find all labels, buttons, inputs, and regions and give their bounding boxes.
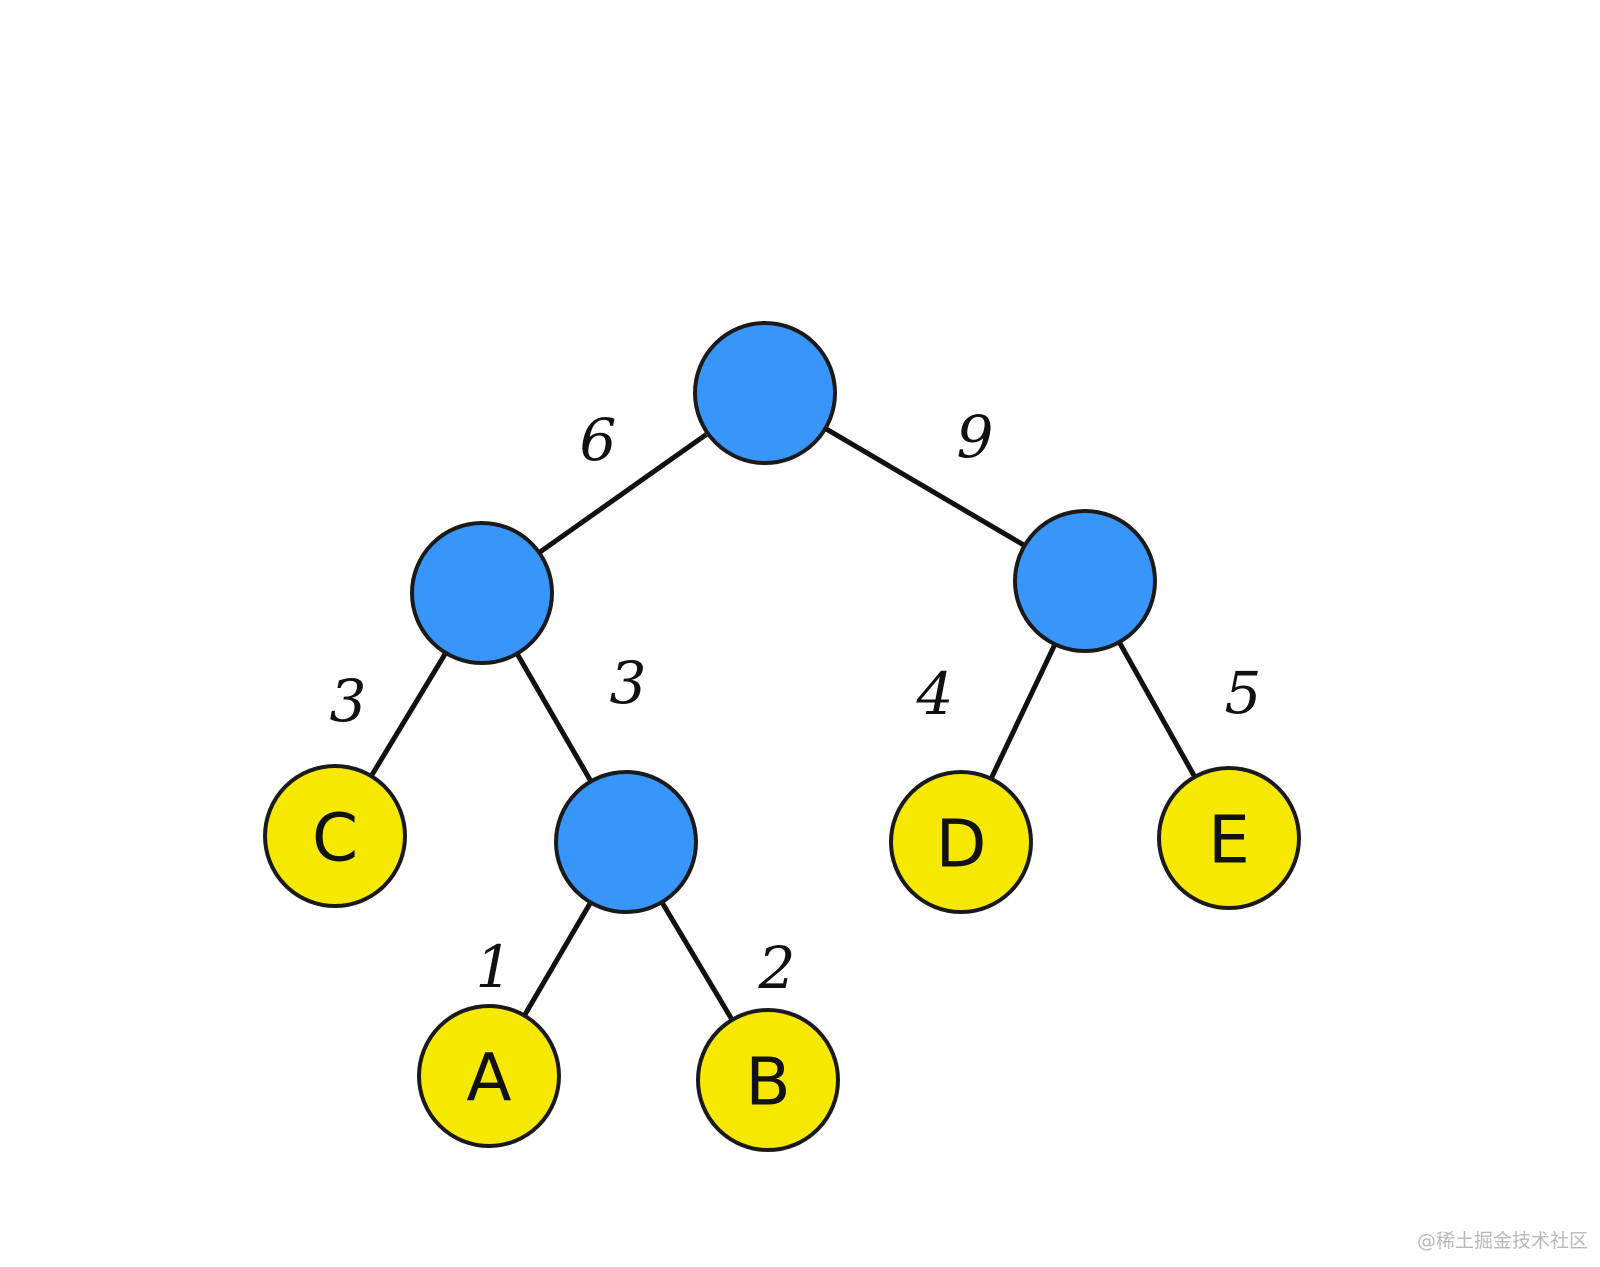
edge-weight-root-n6: 6 <box>580 406 617 474</box>
internal-node-root <box>693 321 837 465</box>
edge-weight-n6-n3: 3 <box>610 649 647 717</box>
node-label-E: E <box>1208 802 1250 879</box>
internal-node-n6 <box>410 521 554 665</box>
edge-weight-n9-D: 4 <box>916 660 954 728</box>
leaf-node-D <box>889 770 1033 914</box>
watermark: @稀土掘金技术社区 <box>1416 1230 1588 1252</box>
internal-node-n9 <box>1013 509 1157 653</box>
edge-weight-n3-B: 2 <box>758 934 796 1002</box>
leaf-node-A <box>417 1004 561 1148</box>
node-label-C: C <box>312 800 358 877</box>
leaf-node-E <box>1157 766 1301 910</box>
node-label-A: A <box>466 1040 511 1117</box>
edge-weight-labels: 6 9 3 3 4 5 1 2 <box>330 403 1262 1002</box>
internal-node-n3 <box>554 770 698 914</box>
edge-weight-n9-E: 5 <box>1225 659 1262 727</box>
leaf-node-B <box>696 1008 840 1152</box>
edge-weight-n6-C: 3 <box>330 667 367 735</box>
tree-nodes: C D E A B <box>263 321 1301 1152</box>
edge-weight-n3-A: 1 <box>476 933 513 1001</box>
edge-weight-root-n9: 9 <box>957 403 994 471</box>
node-label-B: B <box>745 1044 790 1121</box>
node-label-D: D <box>936 806 987 883</box>
leaf-node-C <box>263 764 407 908</box>
